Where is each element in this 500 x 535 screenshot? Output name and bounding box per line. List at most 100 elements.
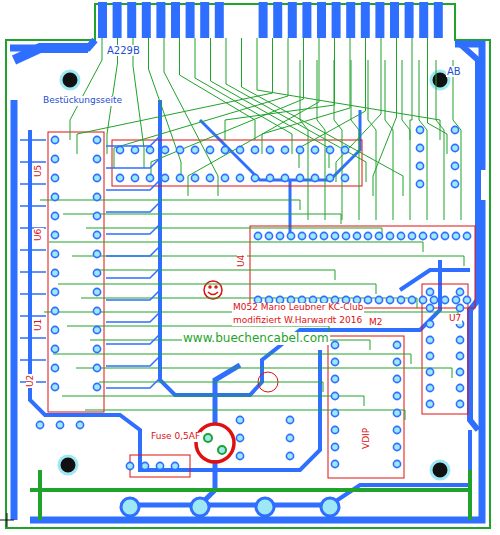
pad (51, 212, 58, 219)
power-pads (121, 498, 339, 516)
signal-trace (419, 60, 427, 220)
pad (93, 136, 100, 143)
pad (51, 345, 58, 352)
pcb-label: Fuse 0,5AF (150, 432, 201, 442)
pad (416, 162, 423, 169)
pad (456, 304, 463, 311)
pad (36, 421, 43, 428)
signal-trace (351, 60, 359, 220)
ground-trace (14, 48, 88, 60)
pad (393, 341, 400, 348)
pad (331, 443, 338, 450)
pad (386, 296, 393, 303)
pad (426, 320, 433, 327)
signal-trace (49, 242, 423, 252)
pad (463, 232, 470, 239)
pad (393, 358, 400, 365)
pad (286, 416, 293, 423)
pad (93, 193, 100, 200)
pad (116, 146, 123, 153)
signal-trace (368, 60, 376, 220)
signal-trace (188, 38, 319, 196)
pad (51, 250, 58, 257)
pad (393, 409, 400, 416)
pad (51, 307, 58, 314)
pad (93, 307, 100, 314)
edge-finger (317, 2, 326, 38)
edge-finger (405, 2, 414, 38)
edge-finger (156, 2, 165, 38)
pad (353, 232, 360, 239)
signal-trace (149, 38, 182, 182)
pcb-label: VDIP (362, 427, 372, 450)
pad (331, 375, 338, 382)
edge-finger (434, 2, 443, 38)
signal-trace (195, 38, 292, 154)
pad (463, 296, 470, 303)
signal-trace (402, 60, 410, 220)
signal-trace (410, 38, 412, 140)
pad (286, 452, 293, 459)
pcb-label: U6 (34, 228, 44, 242)
pad (131, 174, 138, 181)
pad (51, 155, 58, 162)
signal-trace (53, 354, 411, 364)
fuse-highlight (196, 424, 234, 462)
pad (426, 304, 433, 311)
pad (236, 174, 243, 181)
pad (287, 232, 294, 239)
pad (331, 358, 338, 365)
pad (331, 426, 338, 433)
pad (171, 462, 178, 469)
pad (393, 460, 400, 467)
signal-trace (20, 202, 160, 212)
pad (206, 146, 213, 153)
pad (416, 126, 423, 133)
pad (441, 232, 448, 239)
pad (451, 180, 458, 187)
pad (236, 416, 243, 423)
signal-trace (334, 60, 342, 220)
silkscreen-outlines (48, 132, 475, 478)
signal-trace (40, 200, 300, 210)
pad (51, 288, 58, 295)
pad (93, 345, 100, 352)
pad (116, 174, 123, 181)
pad (341, 174, 348, 181)
pad (320, 232, 327, 239)
edge-finger (215, 2, 224, 38)
pad (456, 368, 463, 375)
pad (326, 146, 333, 153)
pad (236, 146, 243, 153)
pad (76, 421, 83, 428)
pcb-label: U2 (26, 374, 36, 388)
pad (251, 174, 258, 181)
pad (331, 232, 338, 239)
edge-finger (375, 2, 384, 38)
pad (426, 368, 433, 375)
pad (51, 269, 58, 276)
pad (364, 232, 371, 239)
signal-trace (85, 410, 405, 420)
pad (451, 162, 458, 169)
ic-outline (328, 336, 404, 478)
pad (146, 174, 153, 181)
pad (281, 146, 288, 153)
pcb-label: modifiziert W.Harwardt 2016 (232, 316, 363, 326)
signal-trace (164, 38, 218, 196)
edge-finger (186, 2, 195, 38)
edge-finger (419, 2, 428, 38)
pad (419, 232, 426, 239)
signal-trace (242, 38, 404, 196)
pcb-label: AB (446, 66, 462, 77)
signal-trace (20, 180, 160, 190)
ic-outline (48, 132, 104, 412)
signal-trace (257, 38, 440, 140)
pad (331, 341, 338, 348)
part-outline (130, 455, 190, 477)
edge-finger (113, 2, 122, 38)
pad (146, 146, 153, 153)
